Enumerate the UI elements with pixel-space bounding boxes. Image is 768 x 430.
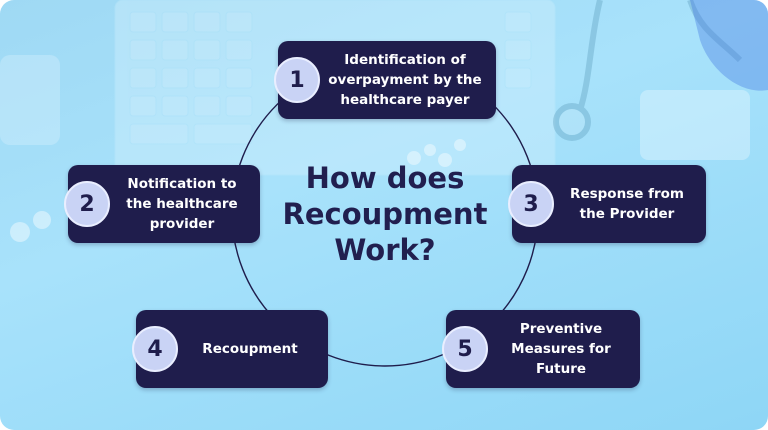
step-5-number: 5 — [442, 326, 488, 372]
step-4-number: 4 — [132, 326, 178, 372]
pills-icon — [10, 90, 750, 242]
step-3-number: 3 — [508, 181, 554, 227]
page-title: How does Recoupment Work? — [282, 161, 488, 267]
step-1-number: 1 — [274, 57, 320, 103]
step-4-label: Recoupment — [202, 341, 298, 357]
clipboard-icon — [0, 55, 60, 145]
stethoscope-icon — [553, 0, 743, 141]
step-2-label: Notification to the healthcare provider — [126, 176, 238, 232]
step-5-label: Preventive Measures for Future — [511, 321, 611, 377]
step-2-box: 2 Notification to the healthcare provide… — [64, 165, 260, 243]
step-2-number: 2 — [64, 181, 110, 227]
step-3-box: 3 Response from the Provider — [508, 165, 706, 243]
step-4-box: 4 Recoupment — [132, 310, 328, 388]
step-1-box: 1 Identification of overpayment by the h… — [274, 41, 496, 119]
step-1-label: Identification of overpayment by the hea… — [328, 52, 482, 108]
glove-icon — [690, 0, 768, 91]
step-3-label: Response from the Provider — [570, 186, 684, 222]
step-5-box: 5 Preventive Measures for Future — [442, 310, 640, 388]
